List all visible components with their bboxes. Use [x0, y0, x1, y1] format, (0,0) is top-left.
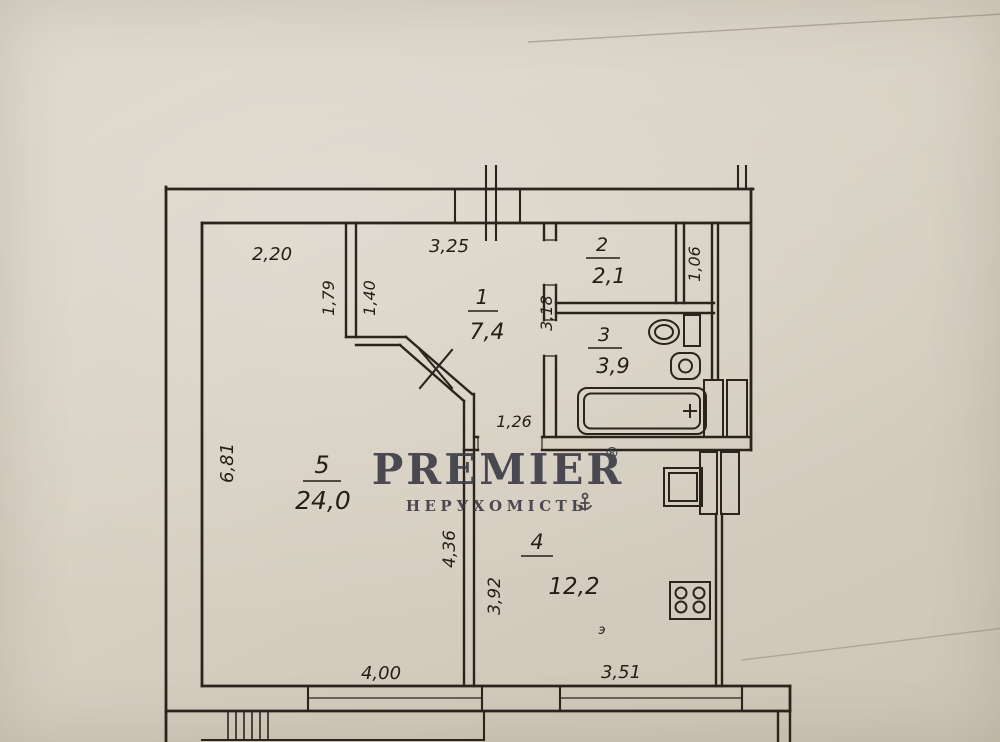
dim-hall-right: 3,18: [537, 295, 556, 331]
dim-kitchen-height: 3,92: [485, 577, 505, 615]
dim-closet-right: 1,40: [360, 280, 379, 316]
room-labels: 1 7,4 2 2,1 3 3,9 4 12,2 5 24,0: [295, 234, 630, 600]
dim-shaft: 1,06: [685, 246, 704, 282]
room-3-area: 3,9: [596, 354, 629, 378]
room-5-area: 24,0: [295, 486, 351, 515]
sink-icon: [670, 352, 701, 380]
fridge-icon: [663, 467, 703, 507]
dim-kitchen-door: 1,26: [496, 412, 532, 431]
fixtures: [577, 314, 748, 620]
dimension-labels: 2,20 3,25 1,06 1,79 1,40 3,18 1,26 6,81 …: [217, 236, 704, 684]
room-2-number: 2: [596, 234, 608, 256]
watermark-subtitle: НЕРУХОМІСТЬ: [406, 497, 588, 515]
room-1-area: 7,4: [470, 320, 505, 345]
stove-icon: [669, 581, 711, 620]
doorway-x-mark: [418, 348, 454, 390]
balcony-hatch: [227, 710, 269, 741]
dim-left-height: 6,81: [217, 443, 238, 483]
room-4-area: 12,2: [548, 574, 599, 600]
dim-room5-height: 4,36: [440, 530, 460, 568]
dim-hall-top: 3,25: [429, 236, 469, 257]
anchor-icon: [578, 492, 592, 511]
bathtub-icon: [577, 387, 707, 435]
vent-duct-icon: [699, 379, 748, 515]
watermark: PREMIER ® НЕРУХОМІСТЬ: [372, 444, 625, 515]
watermark-brand: PREMIER: [372, 445, 625, 494]
room-1-number: 1: [476, 285, 489, 309]
dim-top-left: 2,20: [252, 244, 292, 265]
toilet-icon: [648, 314, 701, 347]
registered-mark-icon: ®: [605, 444, 620, 462]
kitchen-note-mark: э: [598, 623, 605, 638]
dim-closet-left: 1,79: [319, 280, 338, 316]
room-5-number: 5: [314, 451, 329, 479]
room-2-area: 2,1: [592, 264, 625, 288]
dim-room5-window: 4,00: [361, 663, 401, 684]
scan-artifacts: [527, 13, 1000, 661]
room-3-number: 3: [598, 324, 610, 346]
dim-kitchen-window: 3,51: [601, 662, 641, 683]
room-4-number: 4: [530, 530, 543, 554]
walls: [164, 164, 792, 742]
